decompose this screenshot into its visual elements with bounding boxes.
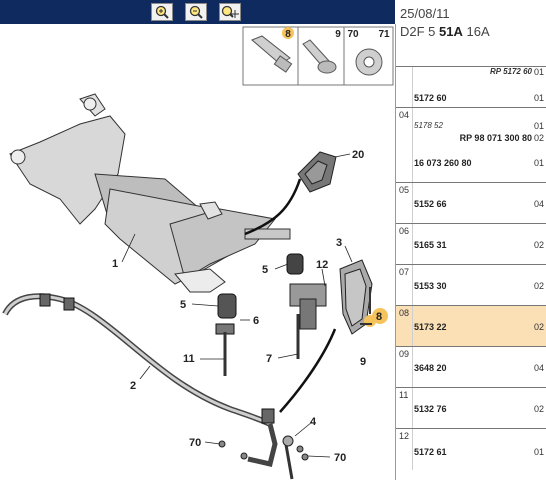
part-qty: 02	[533, 240, 544, 250]
screw-icon	[302, 39, 337, 74]
part-ref: 5173 22	[414, 322, 447, 332]
parts-list: RP 5172 60 01 5172 60 01 04 5178 52 01 R…	[396, 66, 546, 470]
part-index: 07	[399, 267, 410, 277]
callout-12[interactable]: 12	[316, 259, 328, 271]
part-index: 06	[399, 226, 410, 236]
callout-8-badge	[372, 308, 388, 324]
callout-20[interactable]: 20	[352, 149, 364, 161]
thumbnail-70[interactable]: 70	[347, 29, 359, 40]
part-qty: 02	[533, 322, 544, 332]
part-qty: 01	[533, 447, 544, 457]
zoom-in-button[interactable]	[151, 3, 173, 21]
part-note: RP 5172 60	[490, 67, 532, 76]
part-ref: 16 073 260 80	[414, 158, 472, 168]
mount-hardware	[215, 253, 327, 376]
part-alt-ref: 5178 52	[414, 121, 443, 130]
thumbnail-9[interactable]: 9	[302, 29, 341, 74]
parts-row-12[interactable]: 12 5172 61 01	[396, 429, 546, 470]
bolt-icon	[251, 35, 293, 73]
stabilizer-bar-drawing	[2, 293, 337, 480]
callout-6[interactable]: 6	[253, 315, 259, 327]
zoom-move-icon	[221, 5, 239, 18]
part-replacement-qty: 02	[533, 133, 544, 143]
thumbnail-strip: 8 9 70 71	[242, 26, 394, 86]
parts-row-07[interactable]: 07 5153 30 02	[396, 265, 546, 306]
callout-2[interactable]: 2	[130, 380, 136, 392]
part-replacement-ref: RP 98 071 300 80	[459, 133, 532, 143]
part-ref: 5165 31	[414, 240, 447, 250]
thumbnail-71[interactable]: 71	[355, 29, 390, 76]
zoom-out-button[interactable]	[185, 3, 207, 21]
callout-3[interactable]: 3	[336, 237, 342, 249]
model-code: D2F 5 51A 16A	[400, 24, 490, 39]
part-ref: 5152 66	[414, 199, 447, 209]
parts-row-1[interactable]: RP 5172 60 01 5172 60 01	[396, 67, 546, 108]
part-ref: 5132 76	[414, 404, 447, 414]
part-index: 11	[399, 390, 409, 400]
part-qty: 01	[533, 93, 544, 103]
parts-row-04[interactable]: 04 5178 52 01 RP 98 071 300 80 02 16 073…	[396, 108, 546, 183]
part-ref: 5172 60	[414, 93, 447, 103]
parts-row-11[interactable]: 11 5132 76 02	[396, 388, 546, 429]
callout-1[interactable]: 1	[112, 258, 118, 270]
nut-icon	[355, 48, 383, 76]
svg-text:71: 71	[378, 29, 390, 40]
parts-row-08[interactable]: 08 5173 22 02	[396, 306, 546, 347]
svg-text:9: 9	[335, 29, 341, 40]
callout-11[interactable]: 11	[183, 353, 195, 365]
part-qty: 04	[533, 363, 544, 373]
parts-row-06[interactable]: 06 5165 31 02	[396, 224, 546, 265]
subframe-drawing	[9, 93, 302, 293]
callout-8[interactable]: 8	[376, 311, 382, 323]
callout-7[interactable]: 7	[266, 353, 272, 365]
part-qty: 01	[533, 158, 544, 168]
part-ref: 5172 61	[414, 447, 447, 457]
parts-diagram: 8 9 70 71	[0, 24, 396, 480]
part-qty: 02	[533, 281, 544, 291]
part-20-drawing	[297, 151, 337, 193]
part-index: 08	[399, 308, 410, 318]
parts-sidebar: 25/08/11 D2F 5 51A 16A RP 5172 60 01 517…	[396, 0, 546, 480]
zoom-move-button[interactable]	[219, 3, 241, 21]
part-index: 05	[399, 185, 410, 195]
catalog-date: 25/08/11	[400, 6, 450, 21]
callout-70-right[interactable]: 70	[334, 452, 346, 464]
part-index: 09	[399, 349, 410, 359]
svg-text:70: 70	[347, 29, 359, 40]
thumbnail-8[interactable]: 8	[251, 27, 294, 73]
part-ref: 5153 30	[414, 281, 447, 291]
zoom-out-icon	[189, 5, 203, 19]
callout-70-left[interactable]: 70	[189, 437, 201, 449]
svg-text:8: 8	[285, 29, 291, 40]
part-qty: 04	[533, 199, 544, 209]
part-index: 12	[399, 431, 410, 441]
callout-5-lower[interactable]: 5	[180, 299, 186, 311]
part-alt-qty: 01	[533, 121, 544, 131]
parts-row-09[interactable]: 09 3648 20 04	[396, 347, 546, 388]
part-index: 04	[399, 110, 410, 120]
toolbar	[0, 0, 395, 24]
parts-row-05[interactable]: 05 5152 66 04	[396, 183, 546, 224]
callout-9[interactable]: 9	[360, 356, 366, 368]
part-3-drawing	[339, 259, 376, 335]
part-ref: 3648 20	[414, 363, 447, 373]
part-qty: 02	[533, 404, 544, 414]
zoom-in-icon	[155, 5, 169, 19]
callout-4[interactable]: 4	[310, 416, 317, 428]
leader-lines	[121, 153, 353, 458]
callout-5-upper[interactable]: 5	[262, 264, 268, 276]
part-note-qty: 01	[533, 67, 544, 77]
